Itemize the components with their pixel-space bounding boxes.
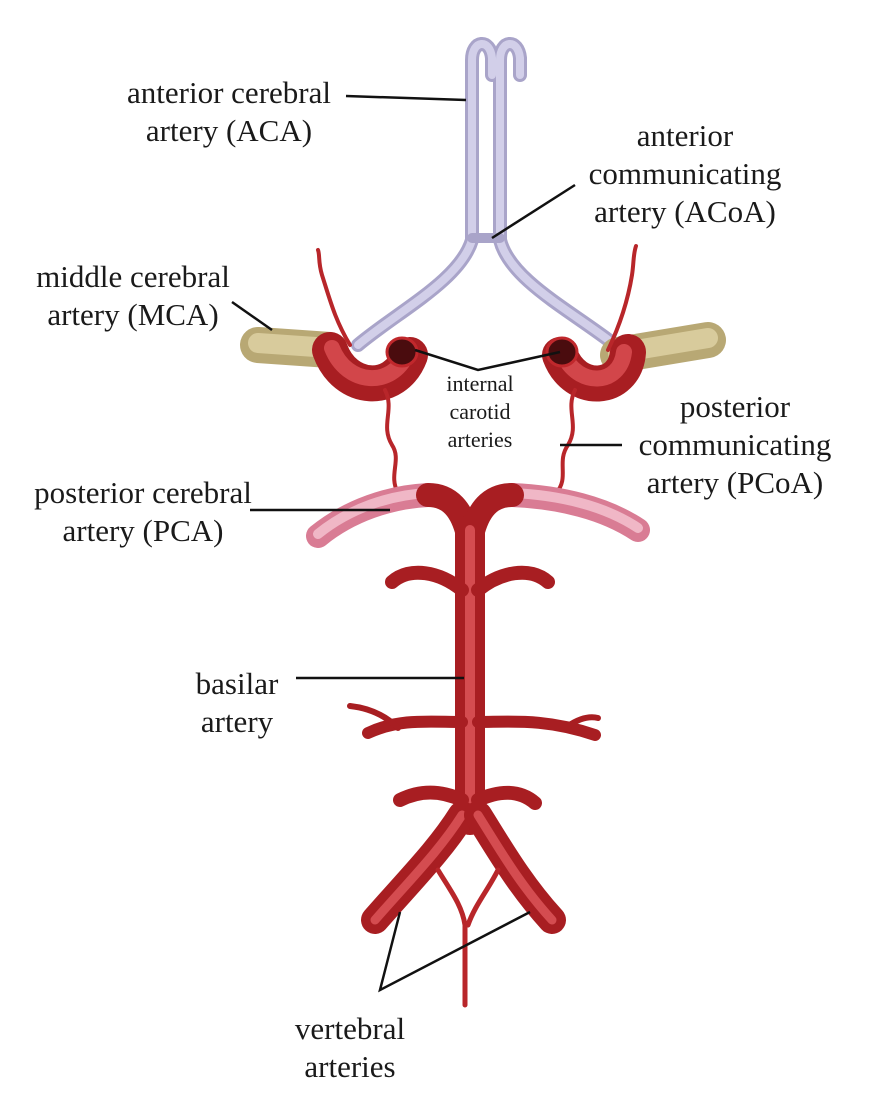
- label-mca: middle cerebral artery (MCA): [36, 259, 230, 332]
- anterior-spinal-artery: [435, 867, 501, 1008]
- ica-right-lumen: [545, 336, 579, 368]
- label-pcoa: posterior communicating artery (PCoA): [638, 389, 832, 500]
- anterior-cerebral-arteries: [351, 37, 622, 352]
- label-aca: anterior cerebral artery (ACA): [127, 75, 331, 148]
- leader-acoa: [491, 183, 576, 240]
- label-basilar: basilar artery: [195, 666, 279, 739]
- leader-ica: [414, 348, 561, 372]
- leader-lines: [231, 94, 622, 993]
- leader-vertebral: [378, 910, 531, 993]
- internal-carotid-arteries: [312, 332, 646, 402]
- basilar-artery: [347, 515, 601, 835]
- leader-aca: [345, 94, 467, 102]
- label-acoa: anterior communicating artery (ACoA): [588, 118, 782, 229]
- label-ica: internal carotid arteries: [446, 371, 514, 452]
- leader-mca: [231, 300, 273, 332]
- label-pca: posterior cerebral artery (PCA): [34, 475, 252, 548]
- label-vertebral: vertebral arteries: [294, 1011, 406, 1084]
- pcoa-left: [383, 388, 400, 495]
- vertebral-arteries: [361, 801, 566, 1008]
- small-branches-upper: [316, 244, 638, 352]
- ica-left-lumen: [385, 336, 419, 368]
- pcoa-right: [554, 388, 577, 495]
